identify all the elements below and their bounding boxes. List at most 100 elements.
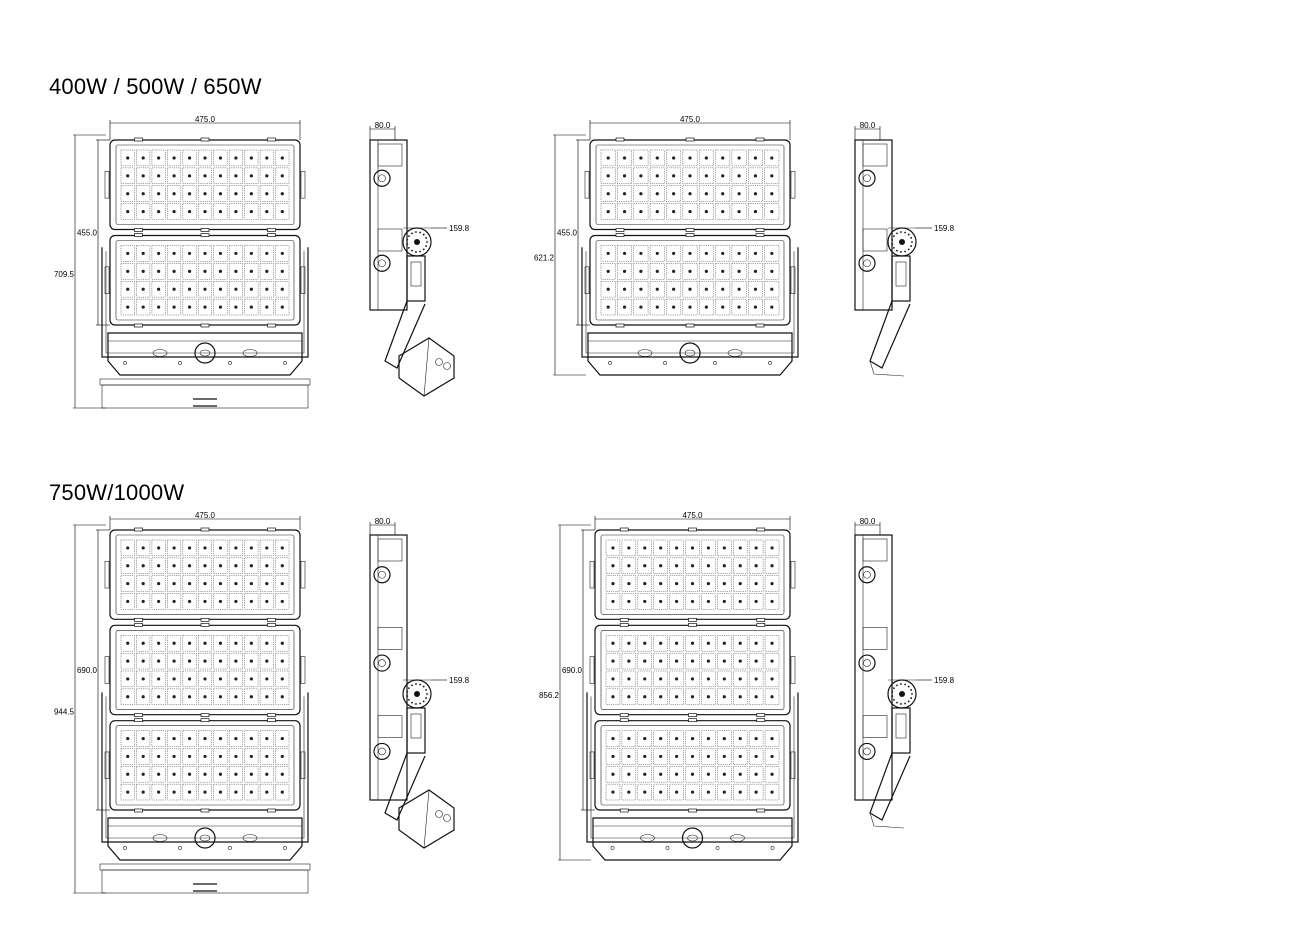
led-lens-cell <box>748 635 764 652</box>
screw-hole <box>665 846 670 850</box>
led-chip <box>187 251 192 256</box>
side-housing-profile <box>854 534 893 801</box>
led-chip <box>172 599 176 604</box>
led-chip <box>126 156 130 160</box>
led-chip <box>722 599 726 604</box>
led-chip <box>126 581 130 586</box>
led-chip <box>738 736 742 741</box>
led-lens-cell <box>120 298 135 316</box>
led-lens-cell <box>637 730 652 747</box>
led-chip <box>265 581 269 586</box>
led-lens-cell <box>244 245 259 262</box>
led-chip <box>639 156 643 160</box>
led-chip <box>203 251 207 256</box>
led-chip <box>234 599 238 604</box>
led-chip <box>203 269 207 273</box>
led-chip <box>157 581 161 586</box>
led-chip <box>218 546 223 550</box>
led-lens-cell <box>715 298 731 316</box>
led-lens-cell <box>717 635 732 652</box>
led-chip <box>265 599 269 604</box>
led-lens-cell <box>669 730 684 747</box>
led-chip <box>203 305 207 309</box>
led-lens-cell <box>605 635 621 652</box>
led-lens-cell <box>198 539 212 557</box>
side-ear <box>300 171 306 199</box>
led-lens-cell <box>167 539 182 557</box>
led-chip <box>203 564 207 568</box>
led-lens-cell <box>167 185 182 202</box>
led-chip <box>187 209 192 214</box>
led-chip <box>218 564 223 568</box>
led-chip <box>280 581 284 586</box>
led-chip <box>706 599 711 604</box>
led-lens-cell <box>733 688 748 705</box>
side-ear <box>790 656 796 684</box>
led-lens-cell <box>701 557 716 574</box>
led-chip <box>754 659 758 663</box>
led-chip <box>203 790 207 794</box>
led-lens-cell <box>228 593 243 610</box>
led-lens-cell <box>637 652 652 670</box>
led-chip <box>157 736 161 741</box>
led-chip <box>172 772 176 776</box>
led-lens-cell <box>600 149 616 167</box>
screw-hole <box>768 361 772 365</box>
led-chip <box>249 209 253 214</box>
led-lens-cell <box>259 281 274 298</box>
panel-clip <box>619 527 629 532</box>
led-chip <box>126 209 130 214</box>
panel-clip <box>200 323 210 328</box>
led-lens-cell <box>228 652 243 670</box>
panel-clip <box>134 137 143 142</box>
led-chip <box>234 305 238 309</box>
led-lens-cell <box>685 652 700 670</box>
led-chip <box>704 209 708 214</box>
led-lens-cell <box>259 575 274 592</box>
led-chip <box>234 736 238 741</box>
led-lens-cell <box>748 263 763 280</box>
led-lens-cell <box>228 670 243 688</box>
led-chip <box>280 174 284 178</box>
led-chip <box>643 772 647 776</box>
led-chip <box>218 269 223 273</box>
led-lens-cell <box>733 557 748 574</box>
led-lens-cell <box>182 539 197 557</box>
led-chip <box>265 641 269 645</box>
led-lens-cell <box>198 557 212 574</box>
led-lens-cell <box>698 149 714 167</box>
led-lens-cell <box>259 149 274 167</box>
led-lens-cell <box>167 245 182 262</box>
led-chip <box>706 677 711 681</box>
led-chip <box>754 736 758 741</box>
side-ear <box>104 751 110 780</box>
led-lens-cell <box>764 149 780 167</box>
led-lens-cell <box>666 245 682 262</box>
led-chip <box>280 546 284 550</box>
led-lens-cell <box>733 575 748 592</box>
led-chip <box>172 736 176 741</box>
led-lens-cell <box>259 245 274 262</box>
led-lens-cell <box>621 670 637 688</box>
led-chip <box>738 754 742 759</box>
led-lens-cell <box>167 688 182 705</box>
led-lens-cell <box>764 635 780 652</box>
led-chip <box>690 659 695 663</box>
led-lens-cell <box>120 149 135 167</box>
pivot-joint <box>373 654 391 672</box>
led-chip <box>157 305 161 309</box>
led-chip <box>265 287 269 291</box>
led-lens-cell <box>120 652 135 670</box>
heat-sink-fin <box>862 715 888 738</box>
led-lens-cell <box>275 203 290 220</box>
led-chip <box>627 599 631 604</box>
led-lens-cell <box>685 688 700 705</box>
led-chip <box>126 287 130 291</box>
led-lens-cell <box>637 575 652 592</box>
led-lens-cell <box>605 783 621 801</box>
led-lens-cell <box>228 203 243 220</box>
side-bracket-arm <box>869 255 911 377</box>
led-lens-cell <box>228 185 243 202</box>
led-chip <box>672 192 676 196</box>
